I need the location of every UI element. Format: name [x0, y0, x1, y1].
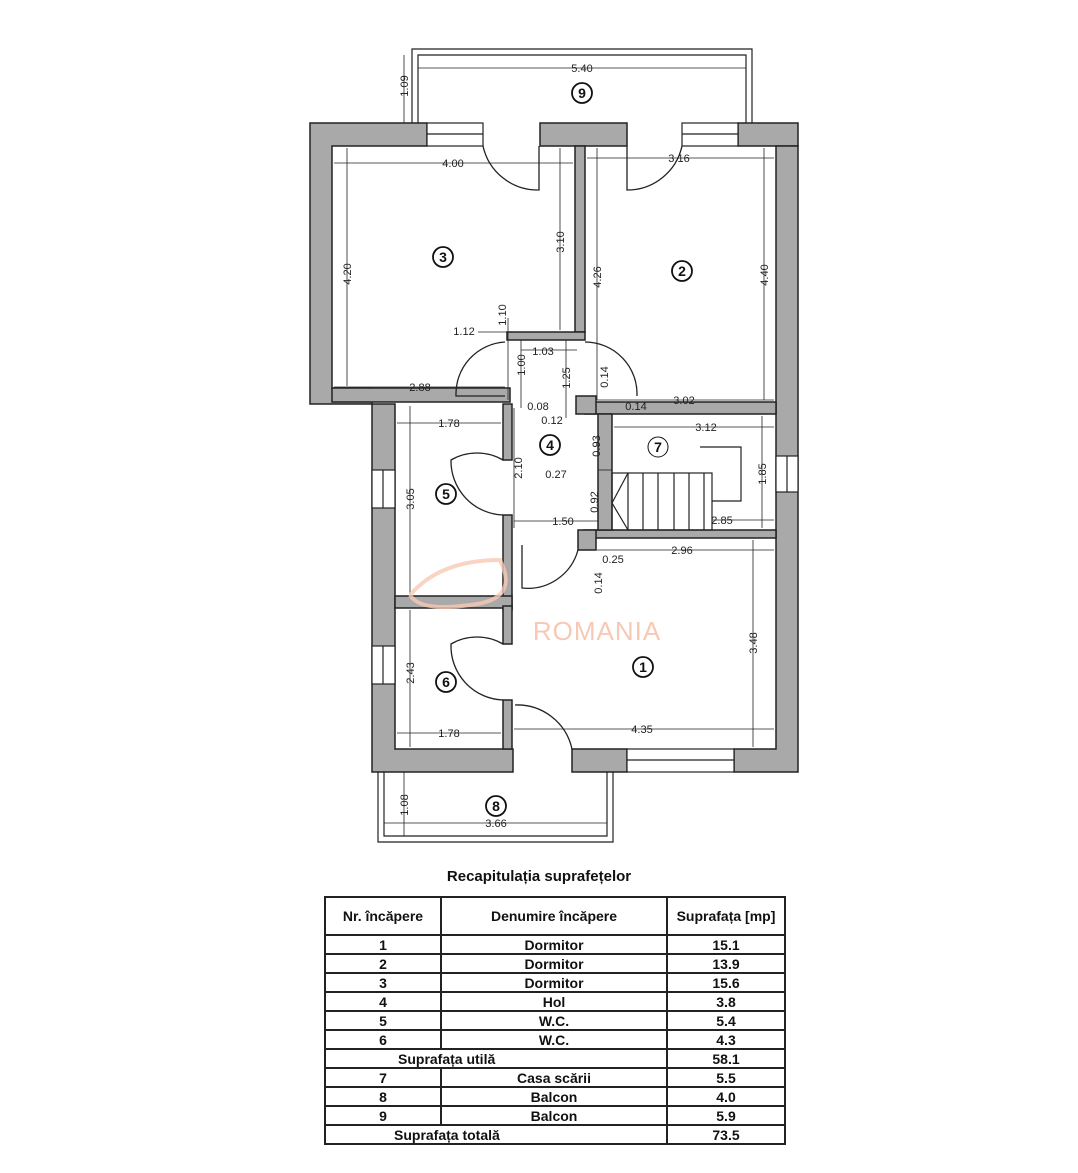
svg-text:2.10: 2.10 [513, 457, 525, 478]
room-number-circle [432, 246, 454, 268]
svg-text:4.35: 4.35 [631, 724, 652, 736]
svg-text:3.05: 3.05 [405, 488, 417, 509]
balconies [377, 48, 753, 843]
room-number-circle [571, 82, 593, 104]
svg-text:4.40: 4.40 [759, 264, 771, 285]
svg-text:3.02: 3.02 [673, 395, 694, 407]
staircase [611, 446, 742, 531]
room-number-circle [485, 795, 507, 817]
svg-text:3.12: 3.12 [695, 422, 716, 434]
room-number-circle [647, 436, 669, 458]
floor-plan: 5.40 1.09 4.00 4.20 3.10 2.88 3.16 4.26 … [309, 48, 799, 843]
svg-text:0.92: 0.92 [589, 491, 601, 512]
area-summary-table: Nr. încăpere Denumire încăpere Suprafața… [324, 896, 786, 1145]
svg-text:2.96: 2.96 [671, 545, 692, 557]
room-number: 6 [442, 674, 450, 690]
svg-text:1.50: 1.50 [552, 516, 573, 528]
svg-text:1.85: 1.85 [757, 463, 769, 484]
svg-text:4.26: 4.26 [592, 266, 604, 287]
svg-text:2.43: 2.43 [405, 662, 417, 683]
room-number-circle [671, 260, 693, 282]
room-number: 8 [492, 798, 500, 814]
svg-text:1.12: 1.12 [453, 326, 474, 338]
svg-text:0.12: 0.12 [541, 415, 562, 427]
room-number: 5 [442, 486, 450, 502]
header-name: Denumire încăpere [440, 896, 668, 936]
room-number: 1 [639, 659, 647, 675]
svg-text:1.10: 1.10 [497, 304, 509, 325]
svg-text:0.93: 0.93 [591, 435, 603, 456]
dimension-labels: 5.40 1.09 4.00 4.20 3.10 2.88 3.16 4.26 … [342, 63, 771, 830]
header-nr: Nr. încăpere [324, 896, 442, 936]
svg-text:0.14: 0.14 [593, 572, 605, 593]
walls [309, 122, 799, 773]
svg-text:4.20: 4.20 [342, 263, 354, 284]
svg-text:1.09: 1.09 [399, 75, 411, 96]
svg-text:1.00: 1.00 [516, 354, 528, 375]
svg-text:1.25: 1.25 [561, 367, 573, 388]
svg-text:0.14: 0.14 [625, 401, 646, 413]
room-number: 3 [439, 249, 447, 265]
room-number-circle [632, 656, 654, 678]
svg-text:3.10: 3.10 [555, 231, 567, 252]
dimension-lines [334, 55, 774, 836]
svg-text:4.00: 4.00 [442, 158, 463, 170]
svg-text:3.16: 3.16 [668, 153, 689, 165]
svg-text:0.14: 0.14 [599, 366, 611, 387]
svg-text:ROMANIA: ROMANIA [533, 616, 661, 646]
svg-text:1.78: 1.78 [438, 728, 459, 740]
door-swings [450, 145, 683, 750]
header-area: Suprafața [mp] [666, 896, 786, 936]
room-number: 4 [546, 437, 554, 453]
room-number: 9 [578, 85, 586, 101]
svg-text:3.48: 3.48 [748, 632, 760, 653]
svg-text:0.08: 0.08 [527, 401, 548, 413]
svg-text:1.08: 1.08 [399, 794, 411, 815]
room-number-circle [539, 434, 561, 456]
svg-text:0.25: 0.25 [602, 554, 623, 566]
room-number-circle [435, 483, 457, 505]
svg-text:2.85: 2.85 [711, 515, 732, 527]
room-labels: 1 2 3 4 5 6 7 8 9 [432, 82, 693, 817]
room-number-circle [435, 671, 457, 693]
svg-text:1.78: 1.78 [438, 418, 459, 430]
svg-text:3.66: 3.66 [485, 818, 506, 830]
table-title: Recapitulația suprafețelor [446, 868, 632, 885]
svg-text:0.27: 0.27 [545, 469, 566, 481]
svg-text:5.40: 5.40 [571, 63, 592, 75]
room-number: 7 [654, 439, 662, 455]
windows [371, 122, 799, 773]
table-header-row: Nr. încăpere Denumire încăpere Suprafața… [324, 896, 786, 936]
svg-text:2.88: 2.88 [409, 382, 430, 394]
svg-text:1.03: 1.03 [532, 346, 553, 358]
room-number: 2 [678, 263, 686, 279]
watermark: ROMANIA [408, 557, 661, 646]
